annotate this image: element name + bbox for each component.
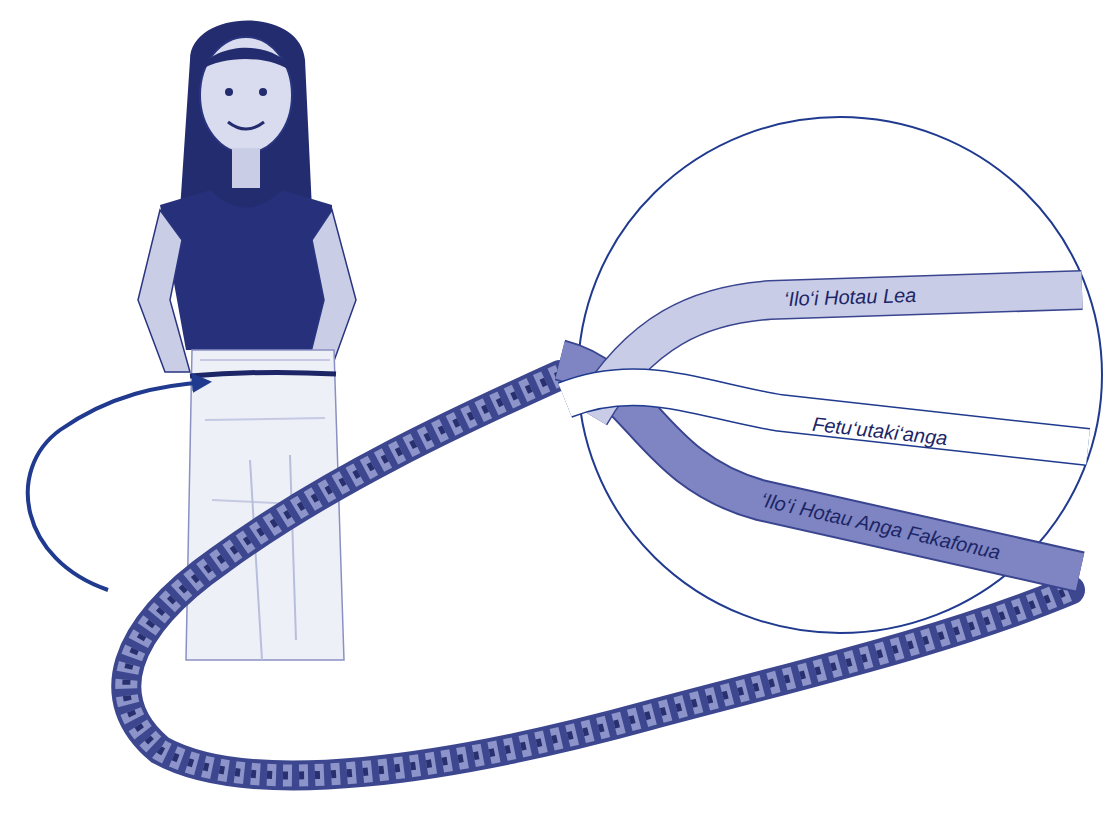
- girl-figure: [138, 21, 356, 660]
- strand-label: ‘Ilo‘i Hotau Lea: [778, 281, 923, 314]
- wrap-arrow: [28, 382, 208, 590]
- strand-label: ‘Ilo‘i Hotau Anga Fakafonua: [752, 484, 1009, 567]
- strand-text: Fetu‘utaki‘anga: [811, 413, 948, 450]
- strand-text: ‘Ilo‘i Hotau Lea: [784, 284, 917, 310]
- strand-text: ‘Ilo‘i Hotau Anga Fakafonua: [758, 489, 1002, 564]
- strand-bands: [560, 290, 1088, 572]
- strand-label: Fetu‘utaki‘anga: [805, 409, 955, 453]
